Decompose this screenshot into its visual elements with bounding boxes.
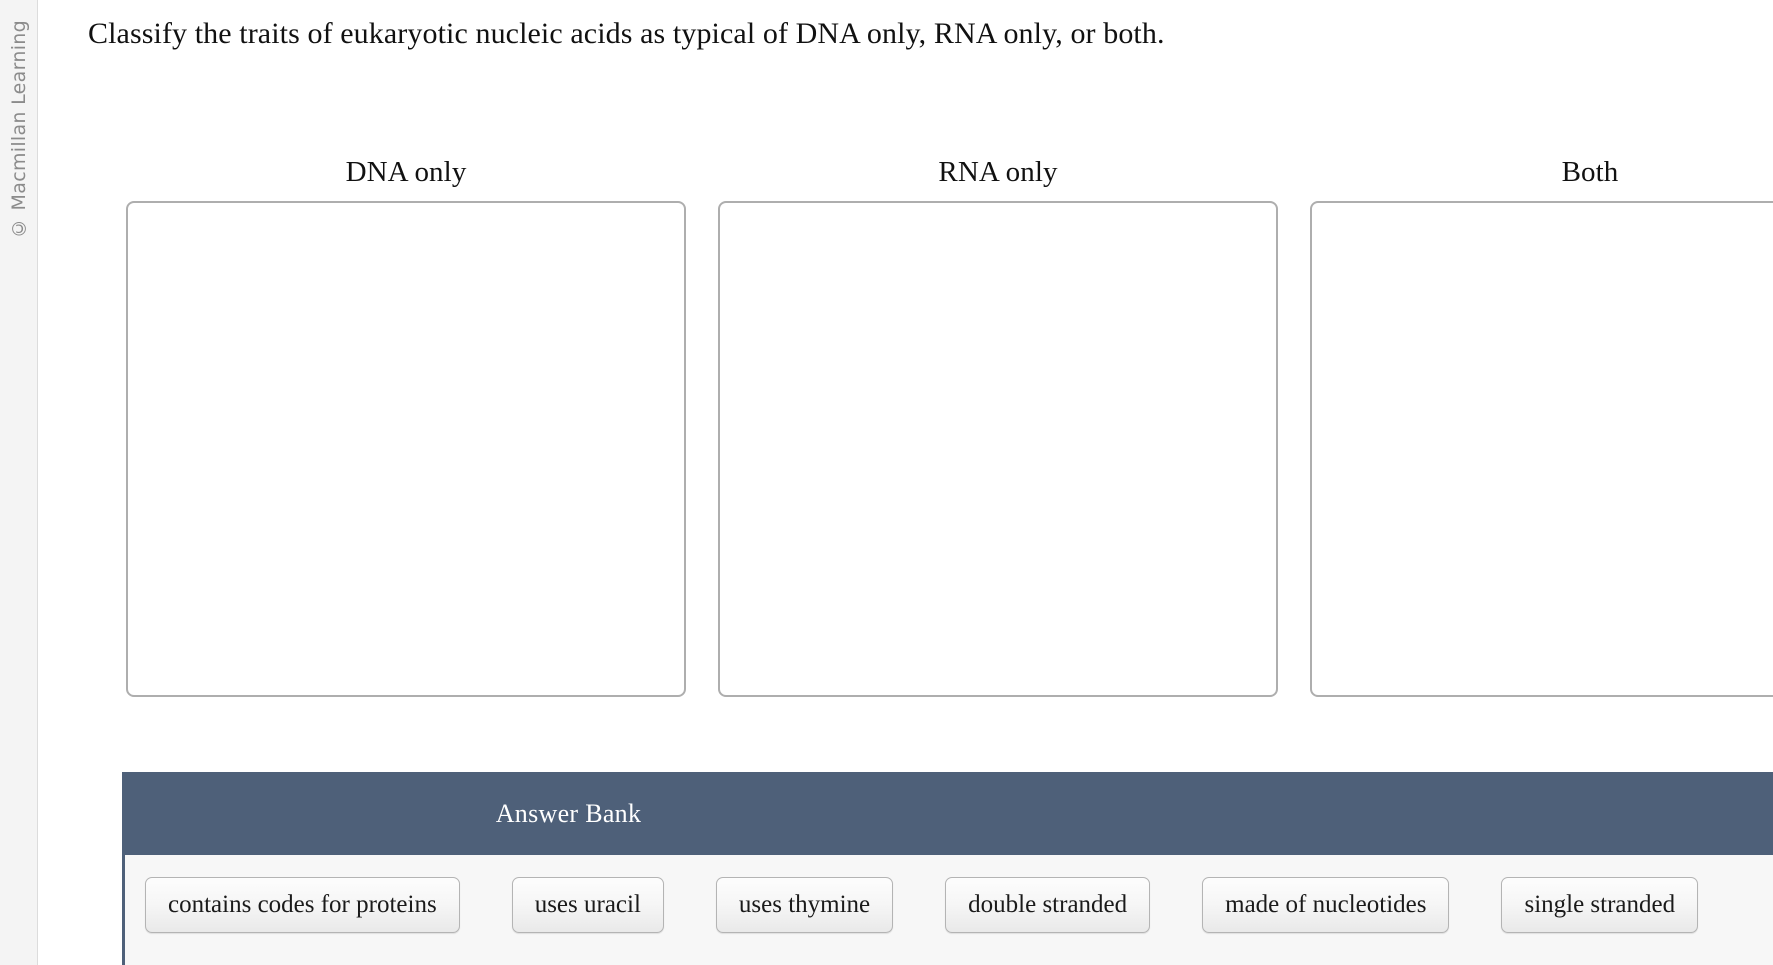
- answer-bank-title: Answer Bank: [495, 798, 642, 828]
- category-column-rna-only: RNA only: [718, 158, 1278, 697]
- dropzone-dna-only[interactable]: [126, 201, 686, 697]
- answer-bank-body: contains codes for proteins uses uracil us…: [125, 855, 1773, 965]
- copyright-label: © Macmillan Learning: [7, 20, 30, 240]
- answer-chip[interactable]: double stranded: [945, 877, 1151, 933]
- dropzone-rna-only[interactable]: [718, 201, 1278, 697]
- answer-chip[interactable]: uses uracil: [511, 877, 664, 933]
- answer-chip[interactable]: contains codes for proteins: [145, 877, 460, 933]
- answer-chip-list: contains codes for proteins uses uracil us…: [125, 877, 1773, 933]
- category-label-both: Both: [1561, 156, 1619, 188]
- copyright-rail: © Macmillan Learning: [0, 0, 38, 965]
- question-prompt: Classify the traits of eukaryotic nuclei…: [88, 17, 1165, 50]
- answer-chip[interactable]: uses thymine: [715, 877, 894, 933]
- answer-chip[interactable]: single stranded: [1501, 877, 1699, 933]
- category-label-rna-only: RNA only: [938, 156, 1058, 188]
- category-label-dna-only: DNA only: [345, 156, 467, 188]
- answer-chip[interactable]: made of nucleotides: [1202, 877, 1450, 933]
- dropzone-both[interactable]: [1310, 201, 1773, 697]
- answer-bank-header: Answer Bank: [125, 772, 1773, 855]
- category-column-both: Both: [1310, 158, 1773, 697]
- answer-bank: Answer Bank contains codes for proteins u…: [122, 772, 1773, 965]
- category-column-dna-only: DNA only: [126, 158, 686, 697]
- category-columns: DNA only RNA only Both: [126, 158, 1773, 738]
